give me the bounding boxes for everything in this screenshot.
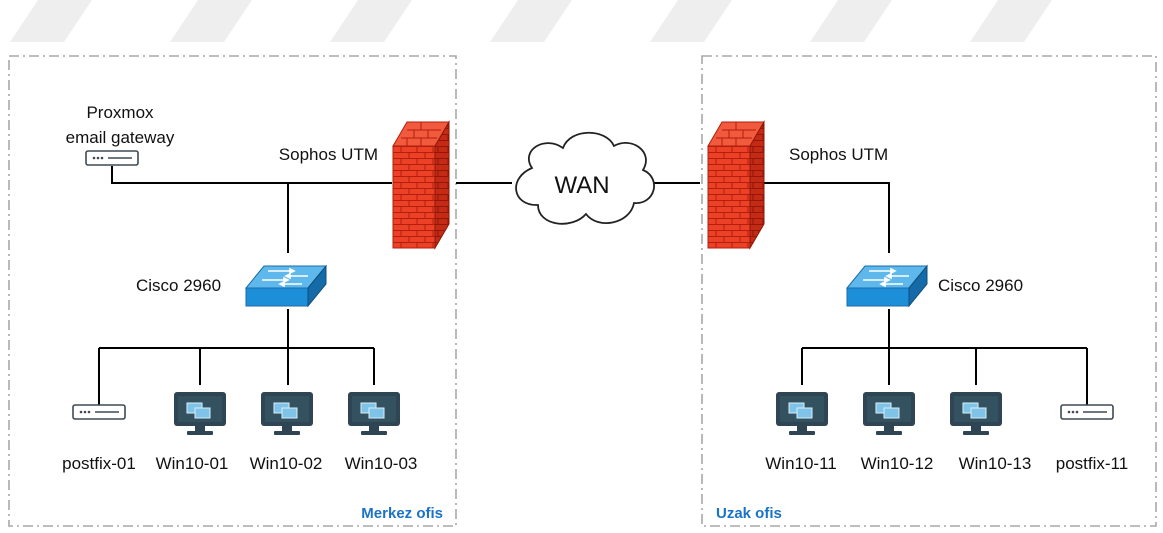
left-switch-icon	[245, 265, 327, 307]
gateway-label-line1: Proxmox	[86, 103, 154, 122]
gateway-label-line2: email gateway	[66, 128, 175, 147]
left-server-icon	[72, 404, 126, 420]
right-host-label: Win10-11	[765, 454, 837, 473]
wan-cloud-icon	[515, 131, 655, 225]
left-wires	[98, 166, 392, 405]
wan-label: WAN	[554, 172, 609, 199]
right-host-label: postfix-11	[1056, 454, 1128, 473]
remote-office-zone	[701, 55, 1157, 527]
left-monitor-icon	[173, 391, 227, 436]
watermark	[10, 0, 1052, 42]
proxmox-gateway-server-icon	[85, 150, 139, 166]
right-switch-icon	[846, 265, 928, 307]
left-monitor-icon	[260, 391, 314, 436]
right-firewall-icon	[707, 121, 765, 249]
left-host-label: Win10-01	[156, 454, 229, 473]
right-firewall-label: Sophos UTM	[789, 145, 888, 164]
right-host-label: Win10-13	[959, 454, 1032, 473]
right-monitor-icon	[949, 391, 1003, 436]
remote-office-label: Uzak ofis	[716, 505, 782, 522]
left-switch-label: Cisco 2960	[136, 276, 221, 295]
central-office-label: Merkez ofis	[361, 505, 443, 522]
right-wires	[756, 182, 1088, 405]
left-firewall-label: Sophos UTM	[279, 145, 378, 164]
left-host-label: postfix-01	[62, 454, 136, 473]
right-switch-label: Cisco 2960	[938, 276, 1023, 295]
right-monitor-icon	[775, 391, 829, 436]
right-monitor-icon	[862, 391, 916, 436]
central-office-zone	[8, 55, 457, 527]
left-host-label: Win10-03	[345, 454, 418, 473]
left-monitor-icon	[347, 391, 401, 436]
right-host-label: Win10-12	[861, 454, 934, 473]
left-host-label: Win10-02	[250, 454, 323, 473]
right-server-icon	[1060, 404, 1114, 420]
left-firewall-icon	[392, 121, 450, 249]
